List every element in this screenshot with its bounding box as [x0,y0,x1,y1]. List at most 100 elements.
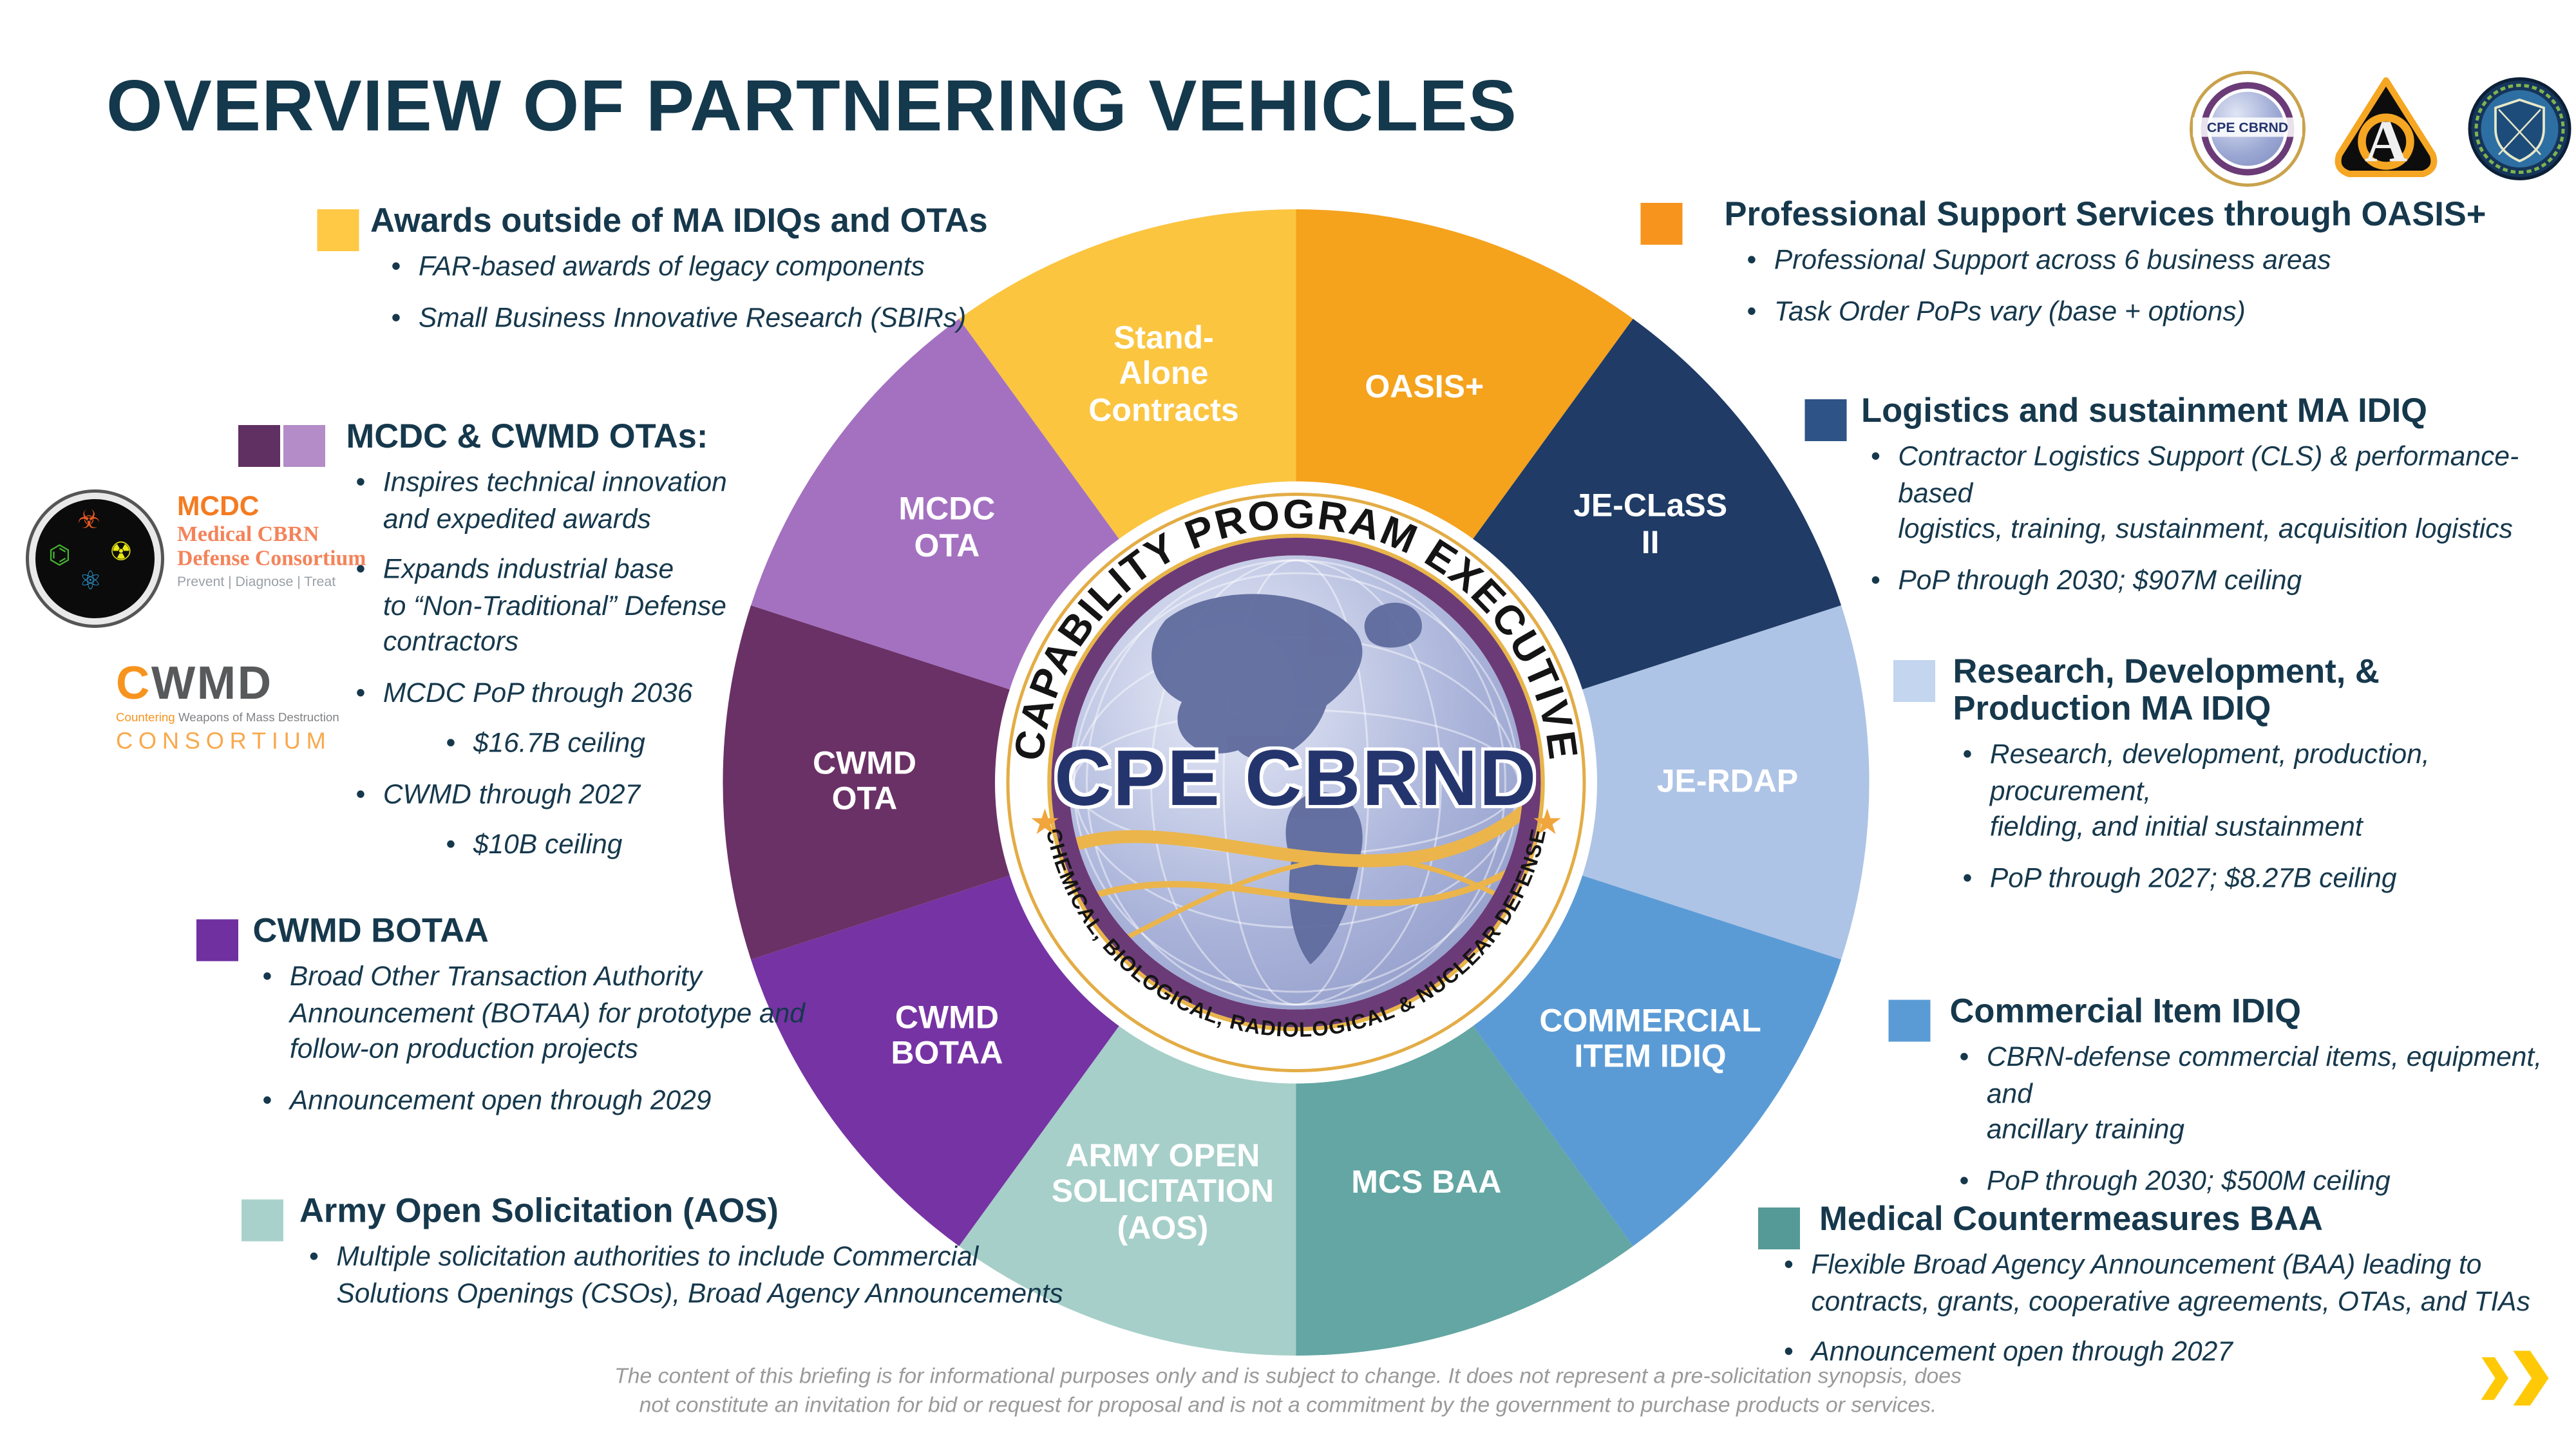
wheel-segment-label: OASIS+ [1365,369,1484,405]
legend-swatch-cwmd-botaa [196,919,238,961]
bullet-dot: • [446,728,456,759]
bullet-dot: • [1871,564,1880,595]
cpe-cbrnd-seal-logo: CPE CBRND [2190,71,2306,187]
bullet-dot: • [1959,1164,1969,1196]
chevron-right-icon [2481,1356,2508,1400]
bullet-item: •Contractor Logistics Support (CLS) & pe… [1871,440,2576,549]
mcdc-name-line2: Defense Consortium [177,545,366,571]
awards-heading: Awards outside of MA IDIQs and OTAs [370,203,988,240]
seal-name-text: CPE CBRND [2193,117,2302,137]
biohazard-icon: ☣ [77,507,100,535]
cwmd-subtitle: Countering Weapons of Mass Destruction [116,710,341,725]
bullet-item: • Announcement open through 2029 [263,1083,805,1119]
seal-top-text: CAPABILITY PROGRAM EXECUTIVE [1007,493,1586,763]
mcdc-emblem-icon: ☣ ⌬ ☢ ⚛ [29,493,161,625]
bullet-dot: • [309,1241,319,1273]
bullet-text: Task Order PoPs vary (base + options) [1774,295,2246,327]
legend-swatch-medical [1758,1208,1800,1249]
bullet-dot: • [1962,739,1973,770]
wheel-segment-label: MCS BAA [1351,1165,1502,1201]
bullet-text: Announcement open through 2029 [289,1084,712,1115]
medical-block: Medical Countermeasures BAA •Flexible Br… [1784,1201,2530,1385]
bullet-dot: • [262,1084,272,1115]
bullet-text: CWMD through 2027 [383,778,641,810]
legend-swatch-aos [242,1199,283,1242]
cwmd-consortium-logo: CWMD Countering Weapons of Mass Destruct… [116,660,341,755]
bullet-dot: • [391,301,401,333]
bullet-text: Small Business Innovative Research (SBIR… [418,301,967,333]
header-logos: CPE CBRND A [2190,71,2573,187]
mcdc-acronym: MCDC [177,491,260,522]
cwmd-wordmark: CWMD [116,660,341,708]
bullet-item: • CBRN-defense commercial items, equipmen… [1960,1040,2576,1149]
cwmd-letter-c: C [116,658,151,710]
bullet-text: $10B ceiling [473,829,623,860]
legend-swatch-oasis [1640,203,1683,245]
wheel-segment-label: JE-RDAP [1656,764,1799,800]
legend-swatch-cwmd-ota [283,425,325,467]
bullet-text: CBRN-defense commercial items, equipment… [1986,1041,2543,1145]
next-page-chevrons-icon[interactable] [2481,1350,2549,1406]
mcdc-tagline: Prevent | Diagnose | Treat [177,573,336,589]
bullet-item: •$16.7B ceiling [446,726,727,762]
cbdp-seal-logo [2468,77,2571,180]
legend-swatch-research [1893,660,1935,702]
bullet-dot: • [446,829,456,860]
bullet-item: •Announcement open through 2027 [1784,1335,2530,1371]
bullet-item: • MCDC PoP through 2036 [356,676,727,712]
bullet-text: Contractor Logistics Support (CLS) & per… [1898,441,2519,544]
bullet-dot: • [355,778,366,810]
bullet-dot: • [355,467,366,498]
bullet-dot: • [1747,245,1757,276]
radiation-icon: ☢ [109,539,133,567]
bullet-dot: • [1784,1249,1794,1280]
army-acquisition-logo: A [2334,77,2438,177]
bullet-dot: • [1747,295,1757,327]
bullet-text: PoP through 2030; $500M ceiling [1986,1164,2391,1196]
bullet-dot: • [1962,862,1973,893]
star-icon: ★ [1029,802,1061,842]
seal-bottom-text: CHEMICAL, BIOLOGICAL, RADIOLOGICAL & NUC… [1042,826,1550,1041]
page-title: OVERVIEW OF PARTNERING VEHICLES [106,64,1518,147]
seal-title: CPE CBRND [1054,735,1538,823]
mcdc-cwmd-otas-heading: MCDC & CWMD OTAs: [346,419,708,456]
disclaimer-line1: The content of this briefing is for info… [614,1363,1962,1388]
bullet-item: •Research, development, production, proc… [1963,737,2576,846]
bullet-text: FAR-based awards of legacy components [418,251,925,282]
svg-text:CAPABILITY PROGRAM EXECUTIVE: CAPABILITY PROGRAM EXECUTIVE [1007,493,1586,763]
bullet-dot: • [355,554,366,585]
bullet-text: Flexible Broad Agency Announcement (BAA)… [1811,1249,2530,1316]
aos-block: Army Open Solicitation (AOS) •Multiple s… [299,1193,1063,1327]
star-icon: ★ [1531,802,1563,842]
bullet-item: •PoP through 2030; $907M ceiling [1871,563,2576,599]
bullet-dot: • [262,961,272,992]
mcdc-name-line1: Medical CBRN [177,522,319,546]
bullet-dot: • [1959,1041,1969,1073]
bullet-item: • PoP through 2030; $500M ceiling [1960,1163,2576,1199]
seal-curved-text: CAPABILITY PROGRAM EXECUTIVE CHEMICAL, B… [1007,493,1586,1041]
research-heading: Research, Development, & Production MA I… [1953,654,2380,728]
bullet-item: • Flexible Broad Agency Announcement (BAA… [1784,1248,2530,1321]
chevron-right-icon [2513,1350,2549,1406]
awards-block: Awards outside of MA IDIQs and OTAs • FAR… [370,203,988,351]
bullet-dot: • [391,251,401,282]
aos-heading: Army Open Solicitation (AOS) [299,1193,779,1231]
mcdc-cwmd-otas-block: MCDC & CWMD OTAs: • Inspires technical in… [346,419,727,878]
mcdc-logo-text: MCDC Medical CBRN Defense Consortium Pre… [177,491,366,589]
bullet-dot: • [355,677,366,708]
mcdc-logo: ☣ ⌬ ☢ ⚛ MCDC Medical CBRN Defense Consor… [29,491,399,625]
bullet-item: • CWMD through 2027 [356,777,727,813]
bullet-item: •Professional Support across 6 business … [1747,243,2486,279]
bullet-text: MCDC PoP through 2036 [383,677,693,708]
legend-swatch-commercial [1888,999,1931,1042]
